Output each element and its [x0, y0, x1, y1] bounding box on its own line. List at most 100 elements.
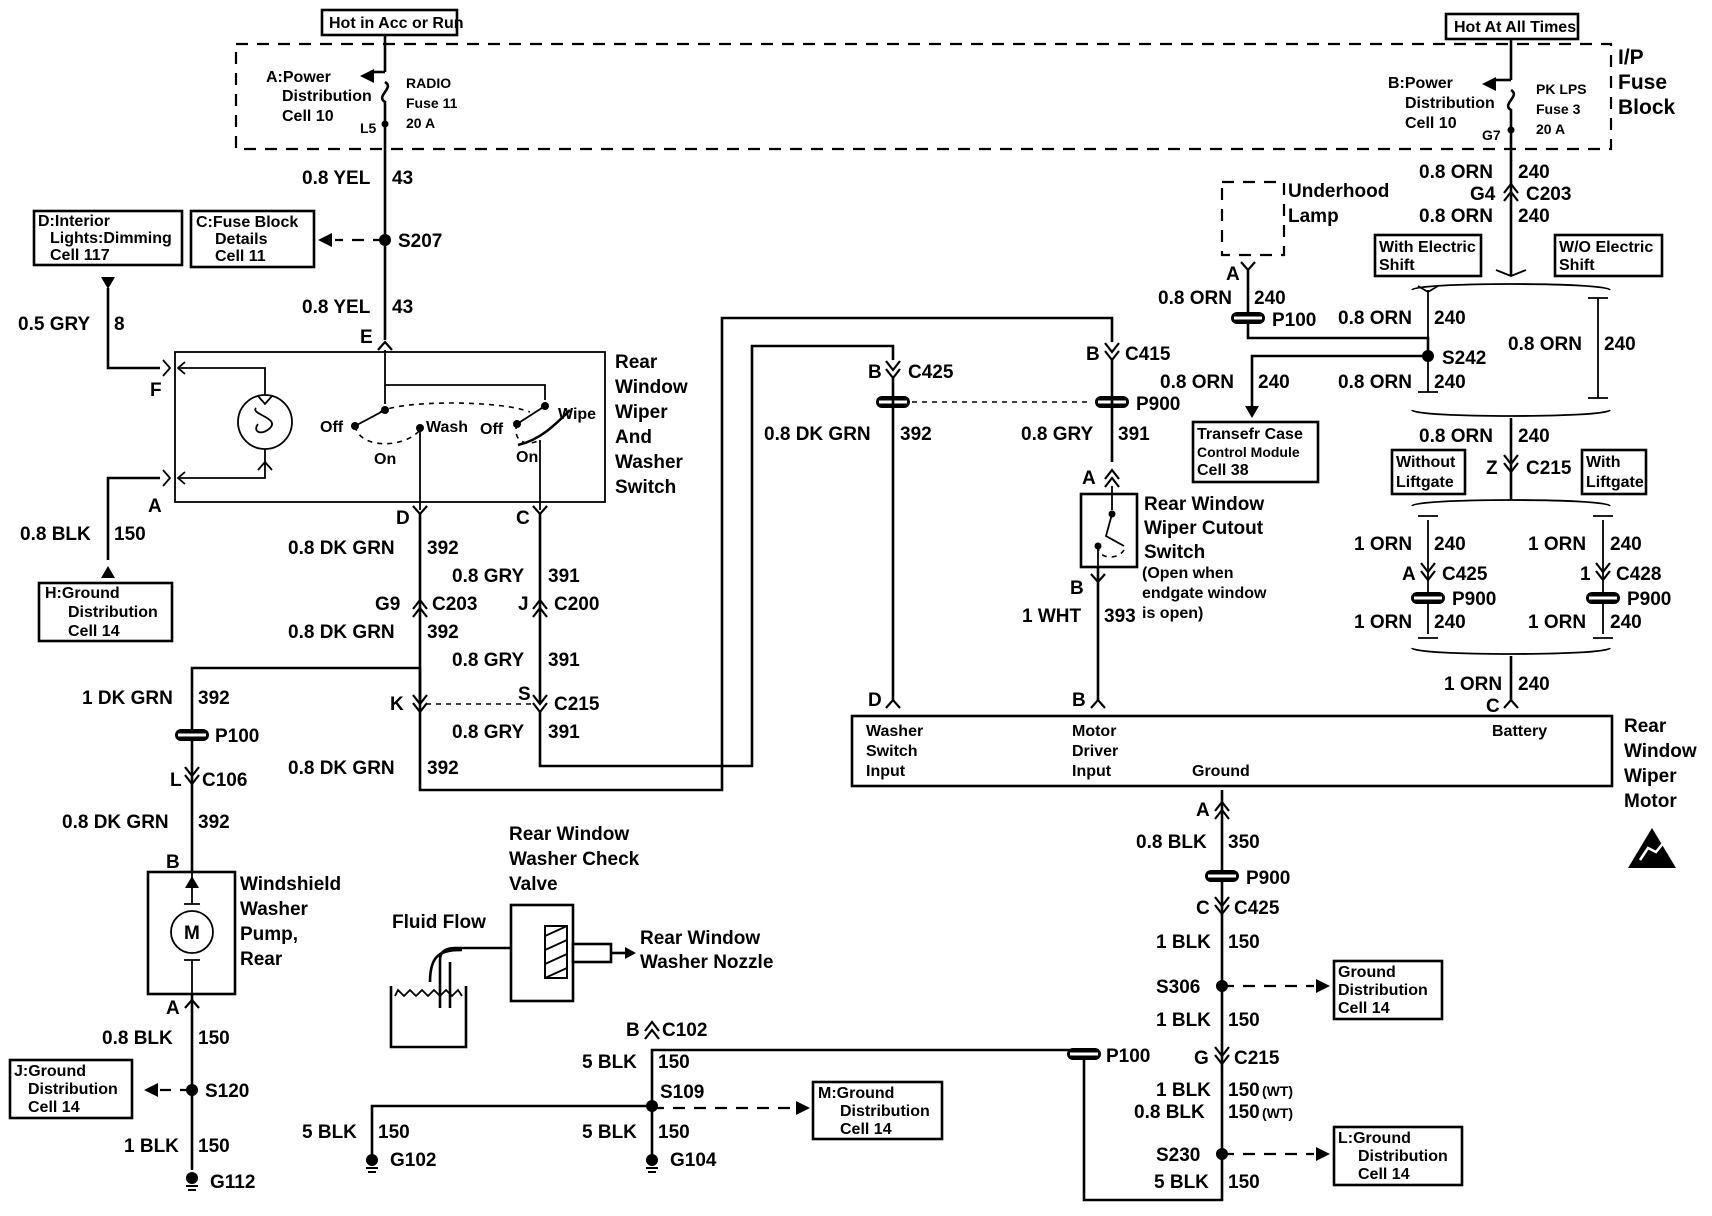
switch-name-2: Window [615, 377, 688, 398]
wire-label: 1 BLK [1156, 1010, 1211, 1031]
wire-label: 0.8 ORN [1419, 426, 1493, 447]
circuit-number: 391 [548, 650, 580, 671]
ref-ground1-2: Distribution [1338, 982, 1428, 999]
with-liftgate-1: With [1586, 454, 1621, 471]
motor-name-3: Wiper [1624, 766, 1677, 787]
circuit-number: 150 [198, 1136, 230, 1157]
pump-name-3: Pump, [240, 924, 298, 945]
cutout-name-3: Switch [1144, 542, 1205, 563]
pin-g9: G9 [375, 594, 400, 615]
connector-c428: C428 [1616, 564, 1661, 585]
pin-b-pump: B [166, 852, 180, 873]
ref-j-line3: Cell 14 [28, 1099, 80, 1116]
without-liftgate-2: Liftgate [1396, 474, 1454, 491]
pin-b-c102: B [626, 1020, 640, 1041]
motor-name-1: Rear [1624, 716, 1667, 737]
wire-label: 0.8 ORN [1158, 288, 1232, 309]
ref-h-line1: H:Ground [45, 585, 120, 602]
ref-j-line1: J:Ground [14, 1063, 86, 1080]
cutout-name-1: Rear Window [1144, 494, 1264, 515]
wire-label: 5 BLK [582, 1122, 637, 1143]
pump-motor-icon [170, 910, 214, 954]
cutout-note-3: is open) [1142, 605, 1203, 622]
pump-name-2: Washer [240, 899, 309, 920]
ground-g112: G112 [210, 1172, 255, 1193]
ref-c-line2: Details [215, 231, 268, 248]
splice-label: S120 [205, 1081, 249, 1102]
circuit-number: 240 [1434, 612, 1466, 633]
fluid-flow-arrow-icon [428, 948, 463, 983]
nozzle-name-2: Washer Nozzle [640, 952, 773, 973]
connector-p900-mid-right: P900 [1627, 589, 1671, 610]
pin-e: E [360, 327, 373, 348]
hot-acc-run-box [320, 8, 459, 37]
connector-c215-right: C215 [1526, 458, 1572, 479]
pin-j: J [518, 594, 529, 615]
pin-d-switch: D [396, 508, 410, 529]
wire-label: 0.8 DK GRN [288, 622, 395, 643]
ref-tcc-3: Cell 38 [1197, 462, 1249, 479]
circuit-number: 392 [427, 622, 459, 643]
circuit-number: 240 [1518, 162, 1550, 183]
underhood-lamp-outline [1220, 180, 1286, 257]
wire-label: 0.8 BLK [102, 1028, 173, 1049]
circuit-number: 150 [658, 1052, 690, 1073]
circuit-number: 150 [658, 1122, 690, 1143]
circuit-number: 350 [1228, 832, 1260, 853]
motor-input-driver-3: Input [1072, 763, 1112, 780]
circuit-number: 150 [1228, 1080, 1260, 1101]
circuit-number: 391 [548, 722, 580, 743]
ref-c-line3: Cell 11 [215, 248, 266, 265]
wire-label: 0.8 DK GRN [288, 538, 395, 559]
circuit-number: 43 [392, 168, 413, 189]
motor-input-ground: Ground [1192, 763, 1250, 780]
wire-label: 1 WHT [1022, 606, 1082, 627]
wire-label: 1 BLK [1156, 932, 1211, 953]
connector-c215-left: C215 [554, 694, 600, 715]
fuse-block-label-2: Fuse [1618, 71, 1667, 94]
switch-name-6: Switch [615, 477, 676, 498]
wire-label: 0.8 YEL [302, 168, 371, 189]
circuit-number: 240 [1518, 426, 1550, 447]
wire-label: 0.8 GRY [452, 566, 524, 587]
switch-name-4: And [615, 427, 652, 448]
splice-label: S109 [660, 1082, 704, 1103]
pin-c-c425: C [1196, 898, 1210, 919]
ground-g104: G104 [670, 1150, 717, 1171]
fuse-block-label-1: I/P [1618, 46, 1644, 69]
left-fuse-name: RADIO [406, 75, 451, 91]
circuit-number: 150 [198, 1028, 230, 1049]
ref-d-line2: Lights:Dimming [50, 230, 172, 247]
wire-label: 1 ORN [1528, 612, 1586, 633]
wire-label: 1 ORN [1444, 674, 1502, 695]
motor-input-washer-2: Switch [866, 743, 918, 760]
ref-j-line2: Distribution [28, 1081, 118, 1098]
with-electric-shift-1: With Electric [1379, 239, 1476, 256]
motor-input-washer-1: Washer [866, 723, 923, 740]
right-fuse-rating: 20 A [1536, 121, 1565, 137]
wire-label: 0.8 BLK [20, 524, 91, 545]
pump-name-4: Rear [240, 949, 283, 970]
pin-c-switch: C [516, 508, 530, 529]
circuit-number: 391 [548, 566, 580, 587]
circuit-number: 240 [1434, 308, 1466, 329]
with-liftgate-2: Liftgate [1586, 474, 1644, 491]
wire-label: 0.8 GRY [452, 650, 524, 671]
circuit-number: 150 [378, 1122, 410, 1143]
check-valve [480, 903, 636, 1003]
circuit-number: 240 [1434, 534, 1466, 555]
cutout-note-1: (Open when [1142, 565, 1234, 582]
connector-c203-right: C203 [1526, 184, 1571, 205]
pin-b-motor: B [1072, 690, 1086, 711]
pin-a-cutout: A [1082, 468, 1096, 489]
circuit-number: 150 [1228, 1102, 1260, 1123]
ref-ground1-1: Ground [1338, 964, 1396, 981]
without-liftgate-1: Without [1396, 454, 1456, 471]
ref-h-line2: Distribution [68, 604, 158, 621]
pin-a-motor: A [1196, 800, 1210, 821]
wire-label: 0.8 DK GRN [62, 812, 169, 833]
switch-name-5: Washer [615, 452, 684, 473]
motor-input-driver-2: Driver [1072, 743, 1118, 760]
splice-label: S207 [398, 231, 442, 252]
rear-wiper-motor-box [850, 714, 1614, 788]
